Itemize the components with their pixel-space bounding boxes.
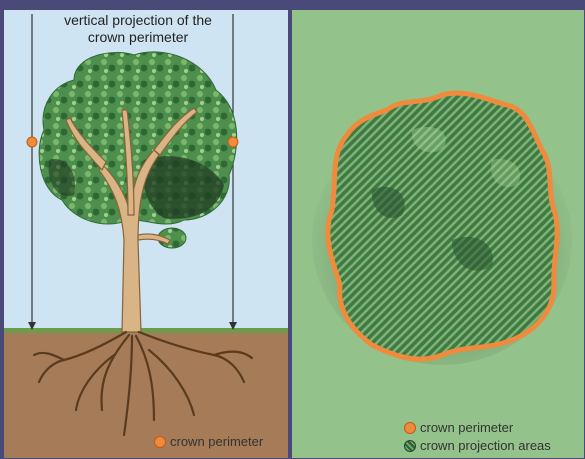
orange-dot-icon [154, 436, 166, 448]
side-view-panel: vertical projection of the crown perimet… [4, 10, 288, 458]
right-legend-projection-label: crown projection areas [420, 438, 551, 453]
right-legend-perimeter: crown perimeter [404, 420, 513, 435]
top-view-illustration [292, 10, 584, 458]
right-legend-perimeter-label: crown perimeter [420, 420, 513, 435]
perimeter-marker-right [228, 137, 238, 147]
perimeter-marker-left [27, 137, 37, 147]
projection-caption-line2: crown perimeter [18, 29, 258, 46]
side-view-illustration [4, 10, 288, 458]
projection-caption: vertical projection of the crown perimet… [18, 12, 258, 46]
left-legend: crown perimeter [154, 434, 263, 449]
right-legend-projection: crown projection areas [404, 438, 551, 453]
projection-caption-line1: vertical projection of the [18, 12, 258, 29]
top-view-panel: crown perimeter crown projection areas [292, 10, 584, 458]
left-legend-label: crown perimeter [170, 434, 263, 449]
grass-line [4, 328, 288, 333]
orange-dot-icon [404, 422, 416, 434]
crown-projection-area [328, 93, 557, 359]
hatched-green-dot-icon [404, 440, 416, 452]
